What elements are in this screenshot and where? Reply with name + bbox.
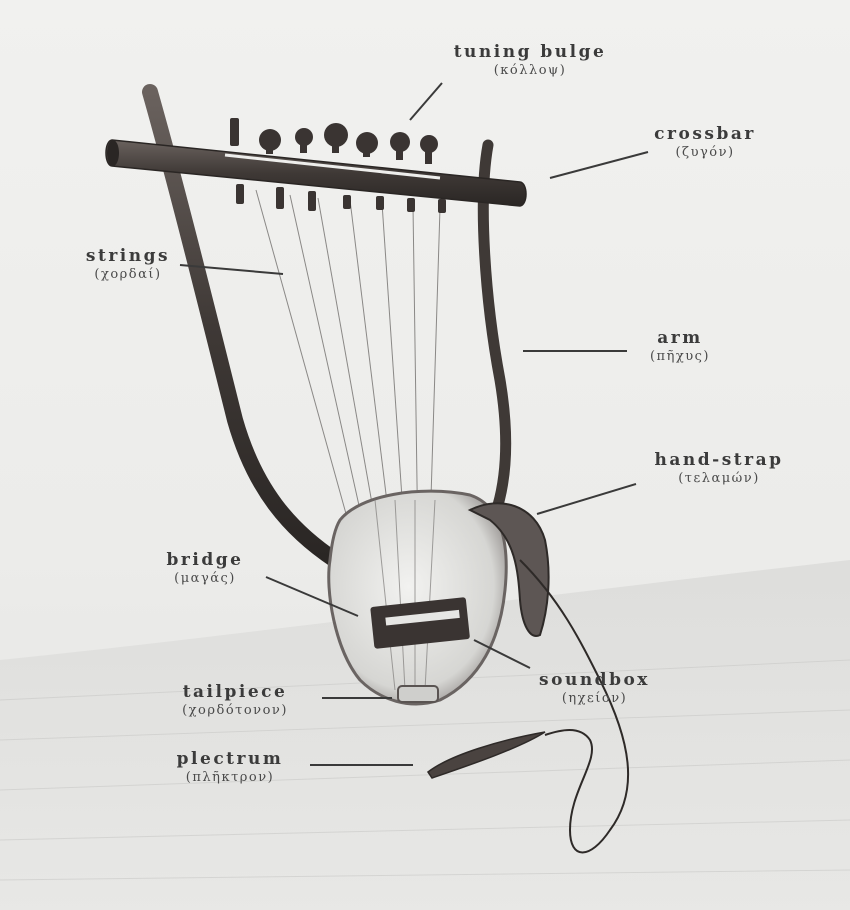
leader-hand-strap: [536, 483, 637, 515]
leader-bridge: [265, 576, 359, 617]
label-en: soundbox: [539, 670, 650, 690]
label-en: bridge: [166, 550, 244, 570]
label-en: crossbar: [654, 124, 756, 144]
table-surface: [0, 560, 850, 910]
leader-strings: [179, 264, 284, 275]
label-plectrum: plectrum (πλῆκτρον): [165, 749, 295, 787]
label-gr: (ηχείον): [561, 691, 628, 706]
label-en: strings: [85, 246, 171, 266]
label-en: tailpiece: [182, 682, 288, 702]
label-bridge: bridge (μαγάς): [160, 550, 250, 588]
label-crossbar: crossbar (ζυγόν): [650, 124, 760, 162]
leader-tuning-bulge: [409, 82, 443, 121]
label-soundbox: soundbox (ηχείον): [532, 670, 657, 708]
label-en: plectrum: [176, 749, 284, 769]
soundbox-shell: [327, 489, 508, 706]
hand-strap-shape: [467, 502, 550, 637]
label-gr: (χορδότονον): [182, 703, 288, 718]
label-gr: (κόλλοψ): [493, 63, 567, 78]
label-en: arm: [657, 328, 703, 348]
crossbar-shape: [105, 139, 527, 207]
label-hand-strap: hand-strap (τελαμών): [644, 450, 794, 488]
cord: [519, 559, 630, 854]
label-strings: strings (χορδαί): [78, 246, 178, 284]
label-gr: (ζυγόν): [675, 145, 735, 160]
bridge-shape: [370, 597, 470, 649]
label-gr: (τελαμών): [678, 471, 760, 486]
label-gr: (πλῆκτρον): [185, 770, 275, 785]
label-tuning-bulge: tuning bulge (κόλλοψ): [450, 42, 610, 80]
tuning-pegs: [230, 118, 446, 213]
label-gr: (πῆχυς): [649, 349, 711, 364]
label-en: tuning bulge: [453, 42, 607, 62]
label-gr: (μαγάς): [174, 571, 236, 586]
leader-crossbar: [549, 151, 649, 179]
label-gr: (χορδαί): [94, 267, 162, 282]
label-en: hand-strap: [654, 450, 784, 470]
leader-lines: [179, 82, 649, 766]
label-arm: arm (πῆχυς): [640, 328, 720, 366]
leader-soundbox: [473, 639, 531, 669]
label-tailpiece: tailpiece (χορδότονον): [160, 682, 310, 720]
tailpiece-shape: [397, 685, 439, 703]
plectrum-shape: [426, 731, 546, 779]
